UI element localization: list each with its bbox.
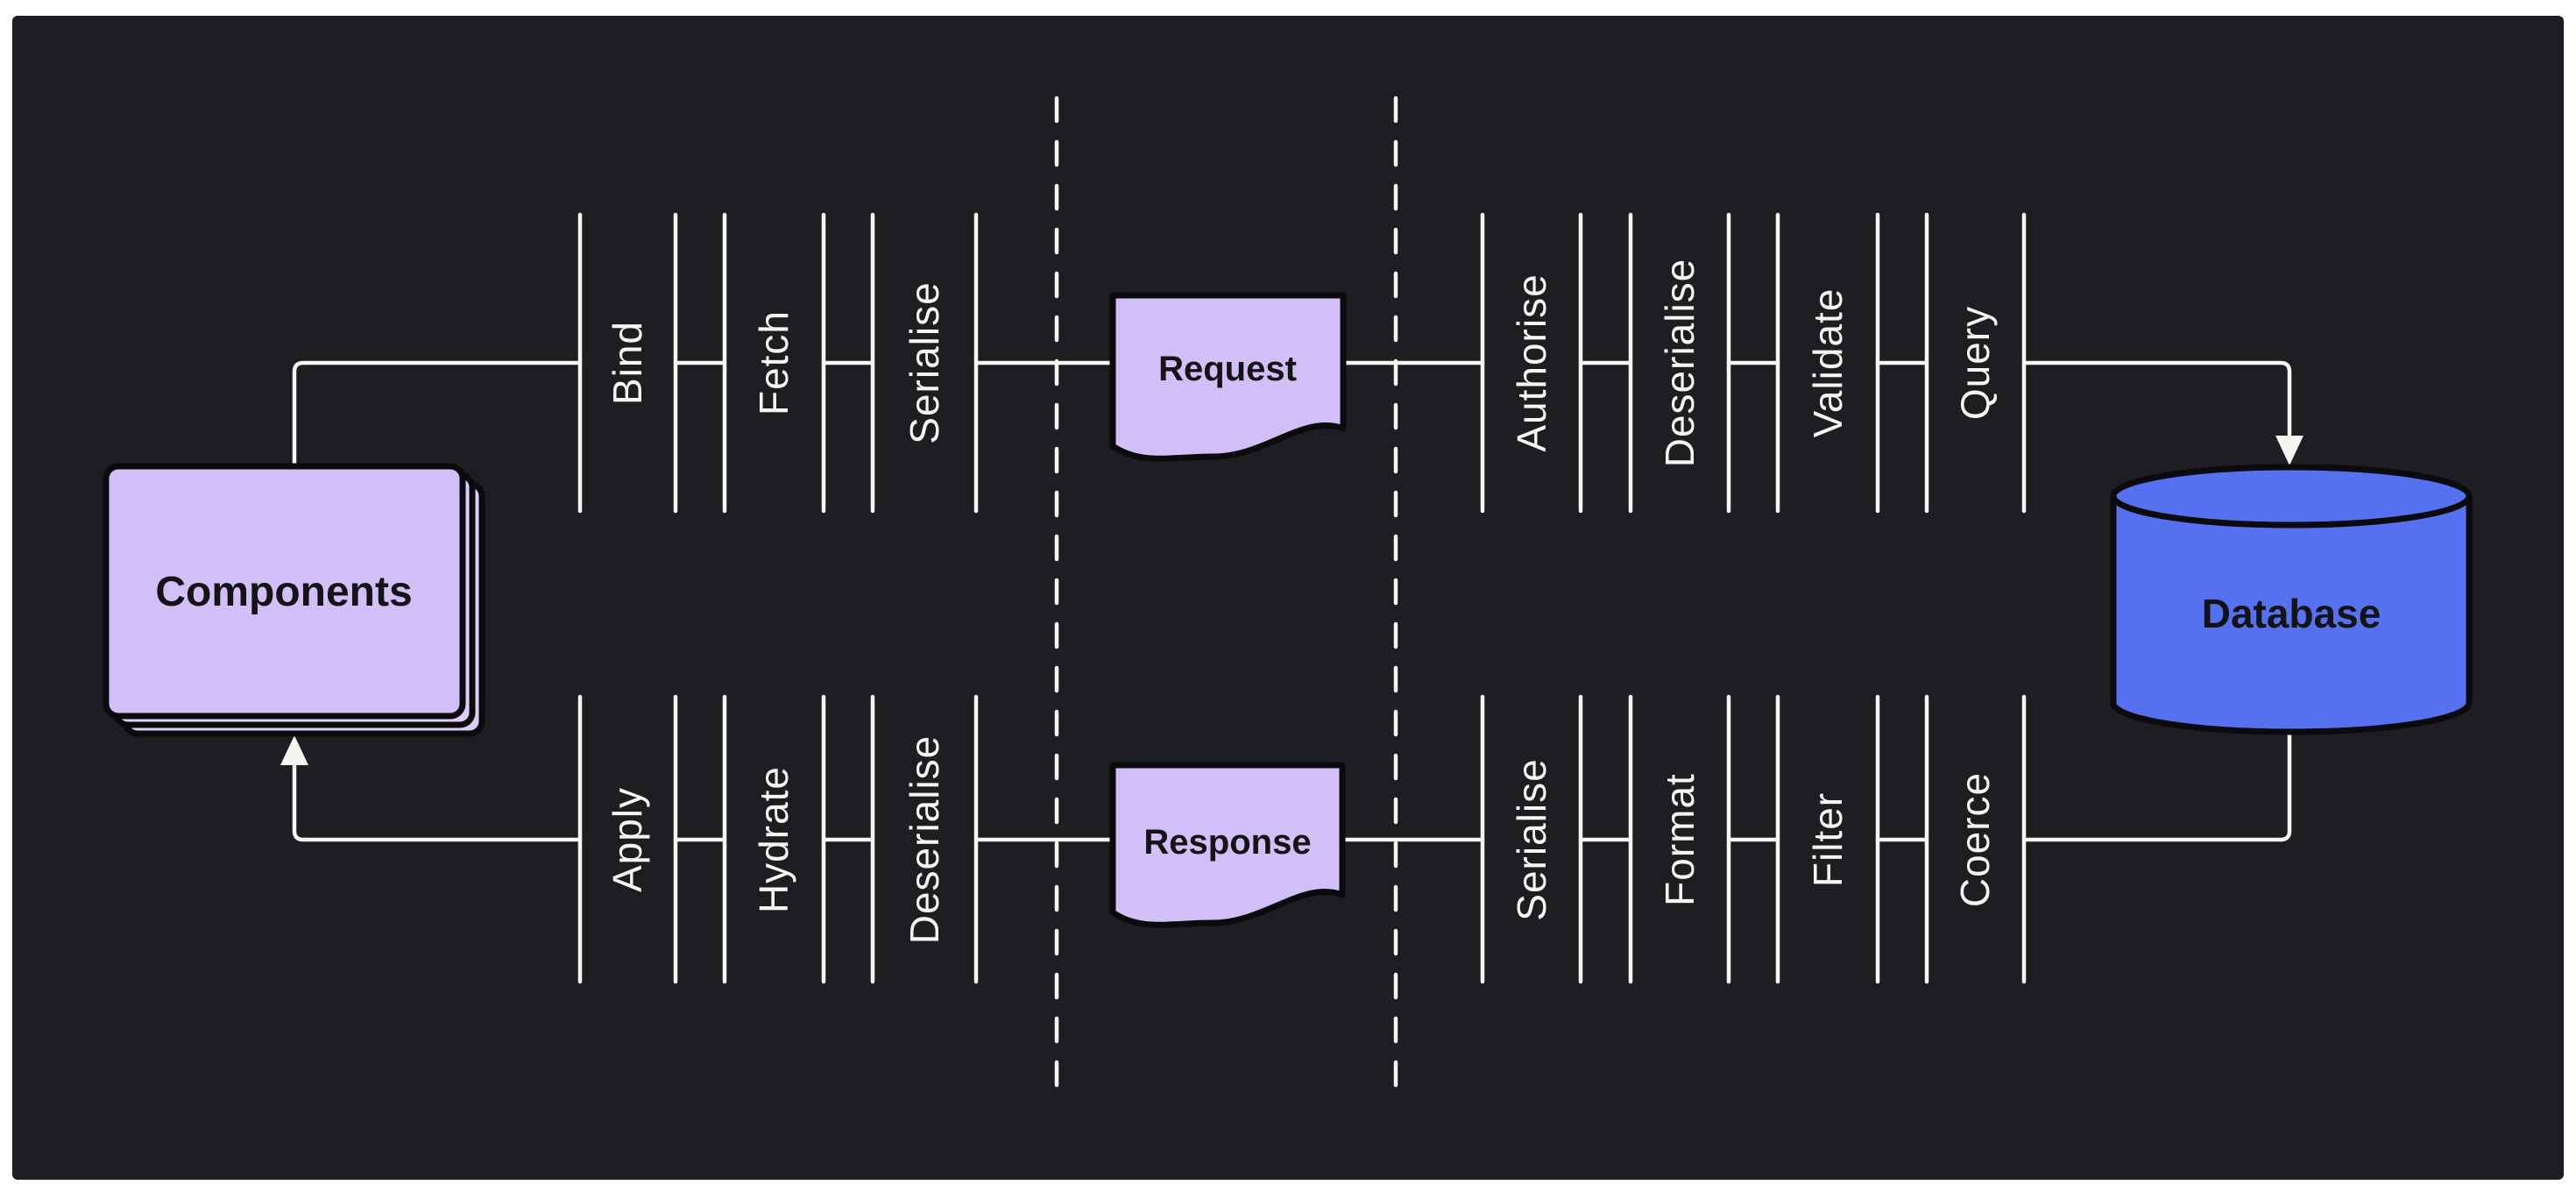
stage-label-authorise: Authorise xyxy=(1509,273,1554,451)
stage-label-filter: Filter xyxy=(1805,792,1851,887)
components-node: Components xyxy=(103,463,485,737)
database-cylinder-top-icon xyxy=(2110,464,2473,529)
request-stage-labels: Bind Fetch Serialise Authorise Deseriali… xyxy=(605,259,1998,468)
stage-label-apply: Apply xyxy=(605,787,650,892)
stage-label-serialise: Serialise xyxy=(902,281,947,443)
response-flow-line xyxy=(280,729,2292,842)
request-document: Request xyxy=(1109,292,1347,462)
arrow-up-icon xyxy=(280,735,308,765)
flow-segment xyxy=(292,360,583,469)
stage-label-bind: Bind xyxy=(605,321,650,405)
stage-label-deserialise: Deserialise xyxy=(902,735,947,945)
document-icon xyxy=(1109,292,1347,462)
flow-segment xyxy=(292,763,583,842)
stage-label-format: Format xyxy=(1657,773,1702,906)
components-card-front-icon xyxy=(103,463,466,720)
stage-label-query: Query xyxy=(1952,306,1998,420)
components-label: Components xyxy=(155,569,412,615)
request-flow-line xyxy=(292,360,2304,469)
response-stage-labels: Apply Hydrate Deserialise Serialise Form… xyxy=(605,735,1998,945)
stage-label-serialise: Serialise xyxy=(1509,758,1554,920)
request-label: Request xyxy=(1158,350,1297,388)
response-label: Response xyxy=(1143,823,1311,862)
arrow-down-icon xyxy=(2275,436,2304,465)
response-document: Response xyxy=(1109,762,1346,928)
stage-label-validate: Validate xyxy=(1805,288,1851,438)
database-node: Database xyxy=(2110,464,2473,735)
stage-label-deserialise: Deserialise xyxy=(1657,259,1702,468)
flow-segment xyxy=(2021,729,2292,842)
database-label: Database xyxy=(2202,591,2381,636)
stage-label-hydrate: Hydrate xyxy=(751,766,796,913)
response-stage-ticks xyxy=(577,694,2027,984)
stage-label-coerce: Coerce xyxy=(1952,772,1998,907)
document-icon xyxy=(1109,762,1346,928)
request-stage-ticks xyxy=(577,212,2027,514)
stage-label-fetch: Fetch xyxy=(751,310,796,415)
flow-segment xyxy=(2021,360,2292,437)
